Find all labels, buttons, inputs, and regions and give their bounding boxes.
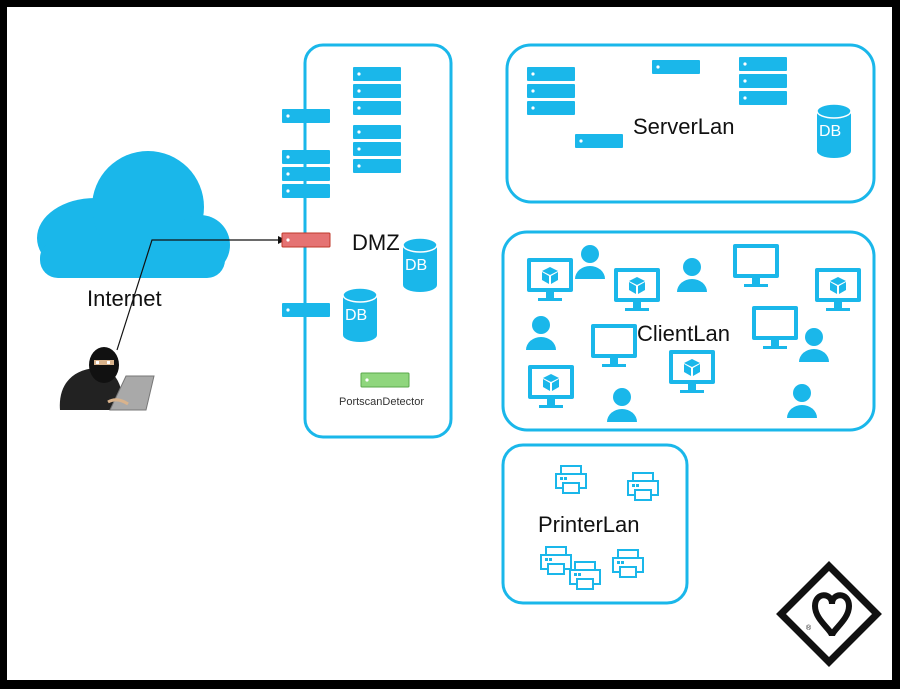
dmz-server-stack-left xyxy=(282,150,330,198)
dmz-server-stack-top xyxy=(353,67,401,115)
serverlan-switch-bottom xyxy=(575,134,623,148)
cloud-icon xyxy=(37,151,230,278)
dmz-firewall-alert xyxy=(281,232,331,248)
svg-text:®: ® xyxy=(806,624,812,632)
printer-icon xyxy=(540,546,572,575)
printer-icon xyxy=(612,549,644,578)
dmz-server-stack-mid xyxy=(353,125,401,173)
db-label: DB xyxy=(405,257,428,274)
zone-label-internet: Internet xyxy=(87,286,162,311)
serverlan-stack-left xyxy=(527,67,575,115)
hacker-icon xyxy=(59,347,155,411)
zone-label-clientlan: ClientLan xyxy=(637,321,730,346)
dmz-switch-bottom xyxy=(282,303,330,317)
clientlan-zone xyxy=(501,230,876,432)
printerlan-zone xyxy=(501,443,689,605)
printer-icon xyxy=(555,465,587,494)
zone-label-dmz: DMZ xyxy=(352,230,400,255)
db-label: DB xyxy=(345,307,368,324)
serverlan-zone xyxy=(505,43,876,204)
zone-label-serverlan: ServerLan xyxy=(633,114,735,139)
portscan-detector-node xyxy=(360,372,410,388)
db-label: DB xyxy=(819,123,842,140)
serverlan-stack-right xyxy=(739,57,787,105)
zone-label-printerlan: PrinterLan xyxy=(538,512,640,537)
logo-icon: ® xyxy=(776,561,882,667)
printer-icon xyxy=(627,472,659,501)
portscan-detector-label: PortscanDetector xyxy=(339,396,424,408)
dmz-switch-top xyxy=(282,109,330,123)
printer-icon xyxy=(569,561,601,590)
serverlan-switch-top xyxy=(652,60,700,74)
